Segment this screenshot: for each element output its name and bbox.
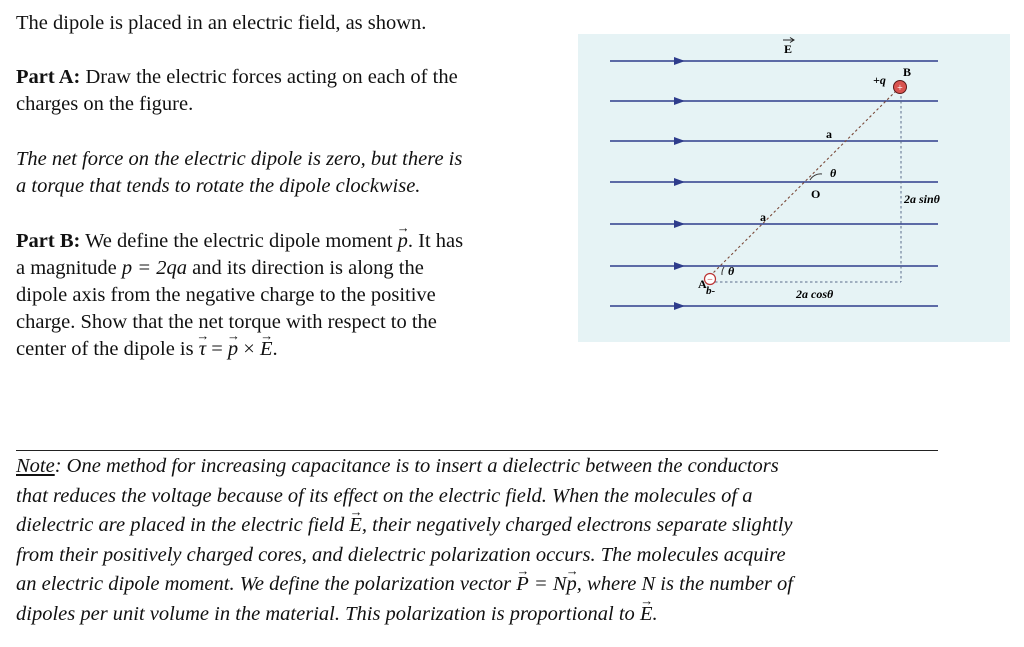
note-p-vector: p [567,570,577,600]
part-b-line1-end: . It has [407,230,464,252]
theta-arc-a [721,266,725,276]
intro-text: The dipole is placed in an electric fiel… [16,12,427,34]
field-arrowhead [674,57,685,65]
pos-charge-label: +q [873,73,886,87]
note-line5-end: , where N is the number of [576,573,793,595]
point-b-label: B [903,65,911,79]
note-line4: from their positively charged cores, and… [16,543,786,566]
note-line3-end: , their negatively charged electrons sep… [361,514,793,536]
equals-sign: = [206,338,228,360]
point-a-label: A [698,277,707,291]
part-b: Part B: We define the electric dipole mo… [16,228,463,363]
divider [16,450,938,451]
field-label-arrowhead [789,37,795,43]
center-label: O [811,187,820,201]
dipole-moment-symbol: p [398,228,408,255]
p-vector-symbol: p [228,336,238,363]
field-arrowhead [674,262,685,270]
polarization-vector: P [516,570,529,600]
note-e-vector-2: E [640,600,653,630]
part-a-label: Part A: [16,66,81,88]
vertical-label: 2a sinθ [903,192,941,206]
note-period: . [652,602,658,625]
field-arrowhead [674,97,685,105]
net-force-text: The net force on the electric dipole is … [16,146,462,200]
part-a-line1: Draw the electric forces acting on each … [85,66,458,88]
magnitude-equation: p = 2qa [121,257,187,279]
theta-a-label: θ [728,264,735,278]
part-a-line2: charges on the figure. [16,93,194,115]
field-arrowhead [674,302,685,310]
theta-arc-center [809,173,823,181]
field-arrowhead [674,137,685,145]
note-line3: dielectric are placed in the electric fi… [16,514,345,536]
note-e-vector: E [349,511,362,541]
note-line2: that reduces the voltage because of its … [16,484,753,507]
torque-symbol: τ [199,336,206,363]
part-b-label: Part B: [16,230,81,252]
note-line5: an electric dipole moment. We define the… [16,573,512,595]
dipole-field-figure: E + − +q B a θ O 2a sinθ a θ A -q 2a cos… [578,34,1010,342]
cross-sign: × [238,338,260,360]
figure-background [578,34,1010,342]
positive-charge [893,80,907,94]
note-block: Note: One method for increasing capacita… [16,452,946,629]
part-b-line3: dipole axis from the negative charge to … [16,284,436,306]
net-force-line1: The net force on the electric dipole is … [16,148,463,170]
plus-glyph: + [897,83,903,94]
part-b-line2-end: and its direction is along the [192,257,424,279]
neg-charge-label: -q [705,286,715,298]
theta-center-label: θ [830,166,837,180]
minus-glyph: − [707,275,713,286]
negative-charge [703,272,717,286]
horizontal-label: 2a cosθ [795,287,834,301]
segment-upper-label: a [826,127,832,141]
field-label: E [784,42,792,56]
part-a: Part A: Draw the electric forces acting … [16,64,458,118]
period: . [272,338,278,360]
segment-lower-label: a [760,210,766,224]
field-arrowhead [674,220,685,228]
note-label: Note [16,455,55,477]
e-vector-symbol: E [260,336,273,363]
part-b-line1: We define the electric dipole moment [85,230,393,252]
field-lines [610,57,938,310]
note-line1: : One method for increasing capacitance … [54,455,779,477]
note-line6: dipoles per unit volume in the material.… [16,602,635,625]
part-b-line5: center of the dipole is [16,338,194,360]
polarization-eq: = N [528,573,567,595]
part-b-line2: a magnitude [16,257,117,279]
field-arrowhead [674,178,685,186]
net-force-line2: a torque that tends to rotate the dipole… [16,175,421,197]
